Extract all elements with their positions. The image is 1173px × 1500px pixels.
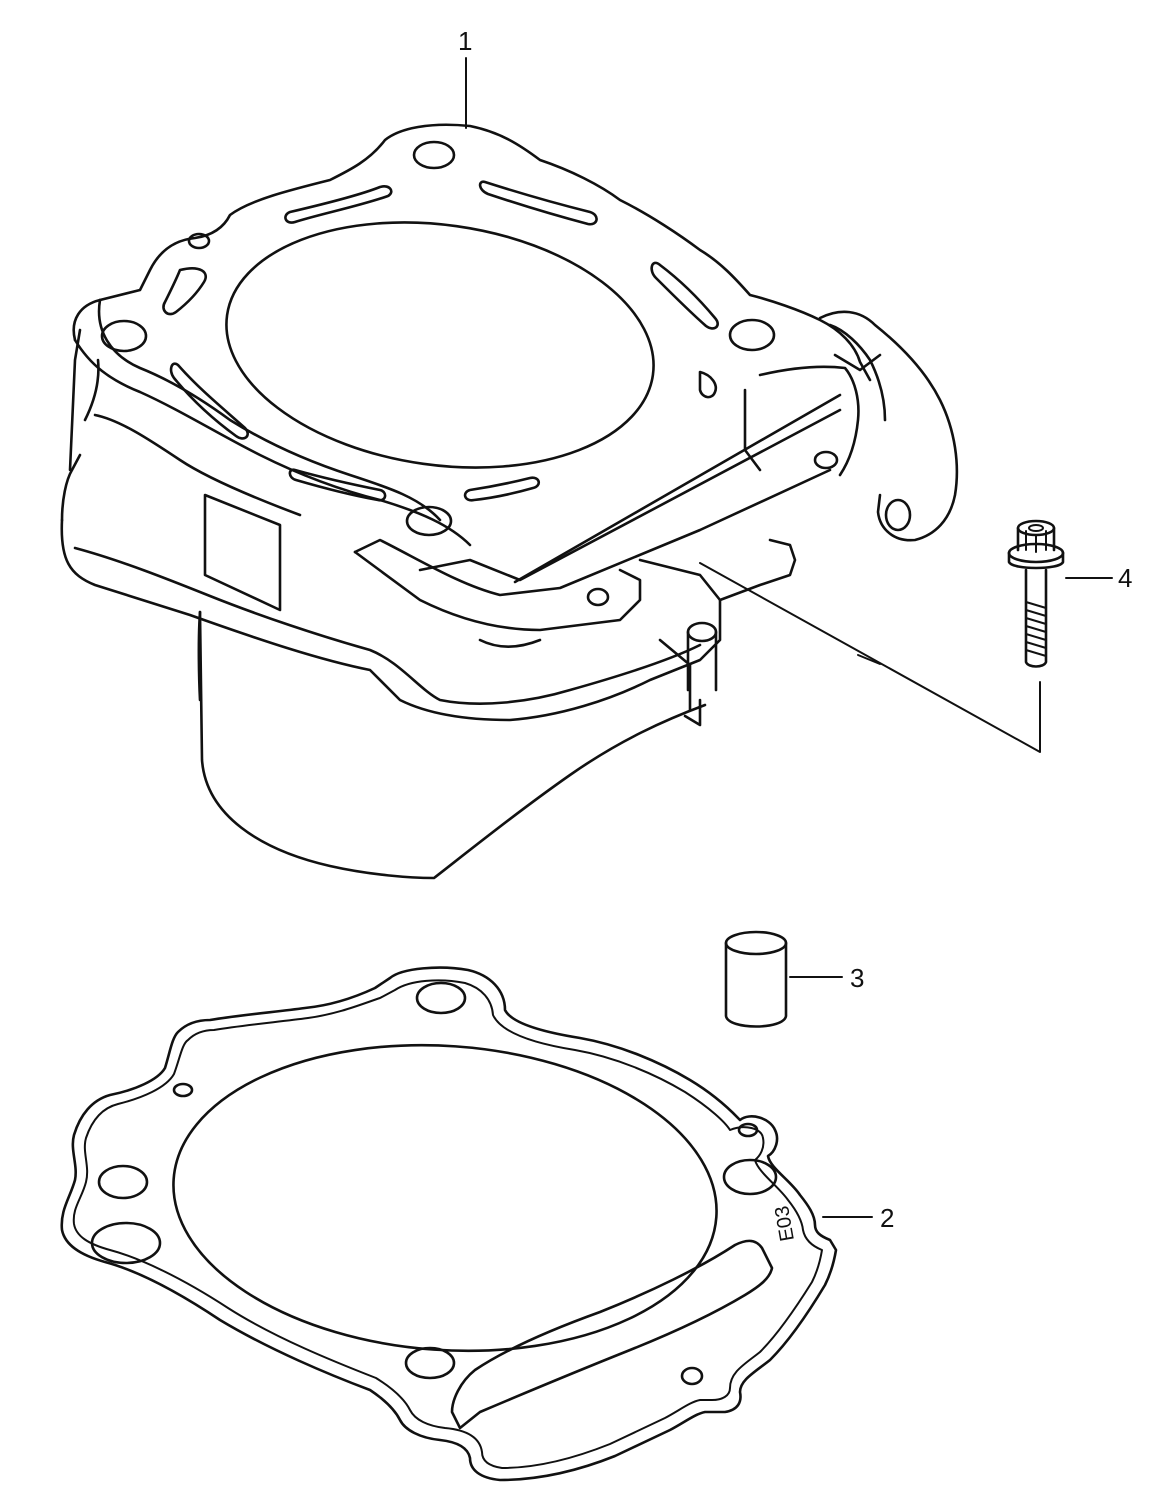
dowel-pin-part [724,930,843,1028]
assembly-leader [699,562,1041,753]
callout-4-label: 4 [1118,563,1132,593]
cylinder-gasket-part: E03 [60,966,873,1482]
callout-2-label: 2 [880,1203,894,1233]
cylinder-part [60,57,959,880]
bolt-part [1007,519,1113,668]
callout-3-label: 3 [850,963,864,993]
callout-1-label: 1 [458,26,472,56]
